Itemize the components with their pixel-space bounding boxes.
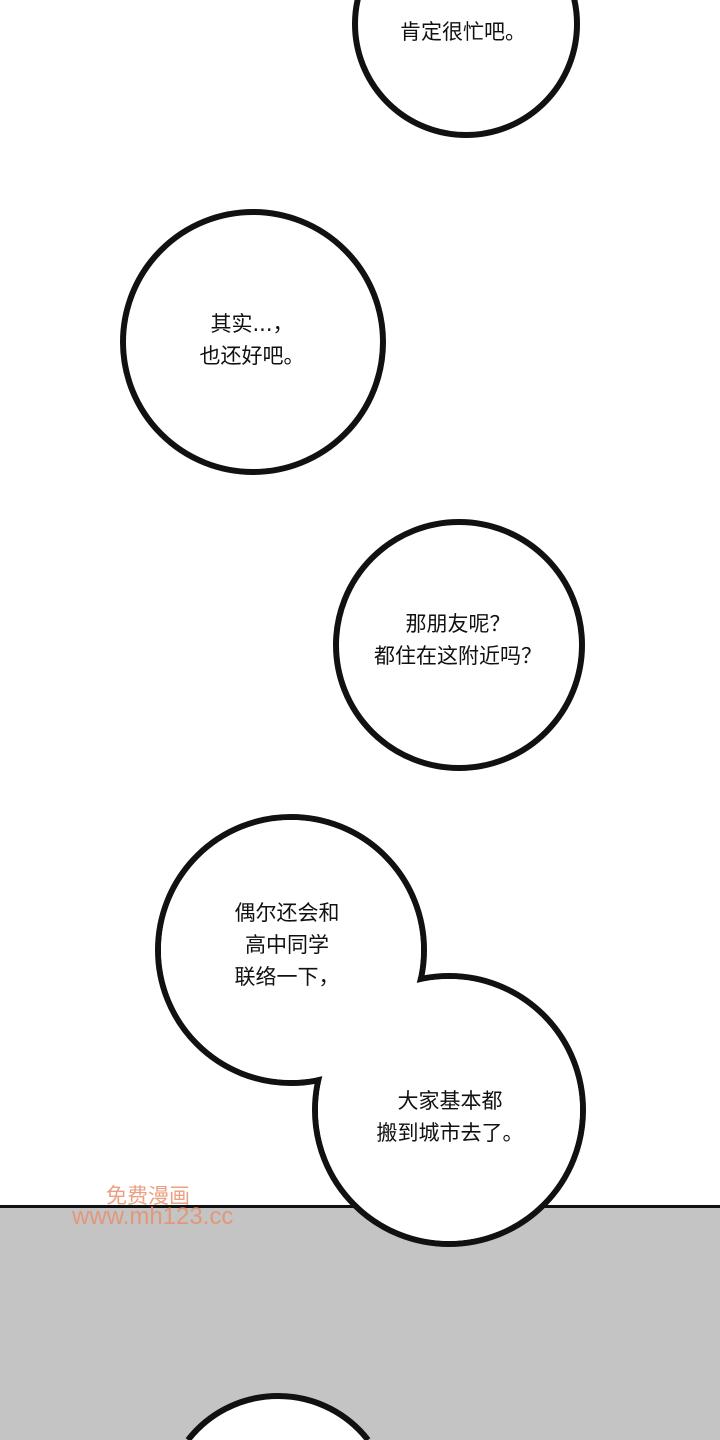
dialogue-line: 联络一下，: [234, 965, 340, 989]
bubble-1-text: 肯定很忙吧。: [400, 16, 526, 48]
dialogue-line: 都住在这附近吗？: [374, 644, 542, 668]
dialogue-line: 搬到城市去了。: [376, 1121, 524, 1145]
dialogue-line: 其实...，: [210, 312, 294, 336]
dialogue-line: 大家基本都: [397, 1089, 503, 1113]
bubble-3: [333, 519, 585, 771]
dialogue-line: 肯定很忙吧。: [400, 20, 526, 44]
bubble-3-text: 那朋友呢？ 都住在这附近吗？: [374, 608, 542, 672]
bubble-1: [352, 0, 580, 138]
bubble-2: [120, 209, 386, 475]
bubble-6-outline: [185, 1392, 371, 1440]
dialogue-line: 那朋友呢？: [405, 612, 511, 636]
dialogue-line: 偶尔还会和: [234, 901, 340, 925]
watermark-url: www.mh123.cc: [72, 1203, 234, 1230]
watermark-title: 免费漫画: [106, 1185, 190, 1208]
bubble-4-text: 偶尔还会和 高中同学 联络一下，: [235, 897, 340, 993]
bubble-5-text: 大家基本都 搬到城市去了。: [377, 1085, 524, 1149]
dialogue-line: 高中同学: [245, 933, 329, 957]
dialogue-line: 也还好吧。: [199, 344, 305, 368]
bubble-2-text: 其实...， 也还好吧。: [200, 308, 305, 372]
